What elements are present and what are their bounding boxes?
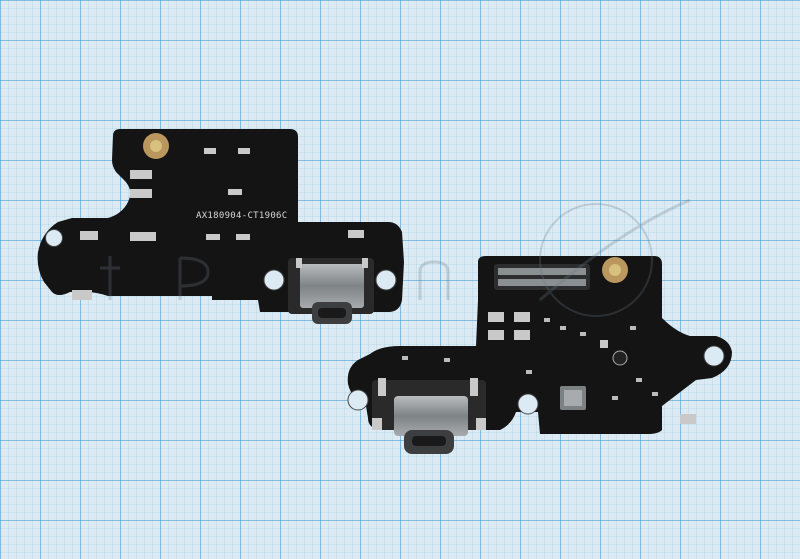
watermark-logo	[100, 198, 691, 317]
left-pcb-board: AX180904-CT1906C	[37, 129, 404, 324]
right-pcb-board	[347, 256, 732, 454]
left-board-marking: AX180904-CT1906C	[196, 211, 288, 221]
